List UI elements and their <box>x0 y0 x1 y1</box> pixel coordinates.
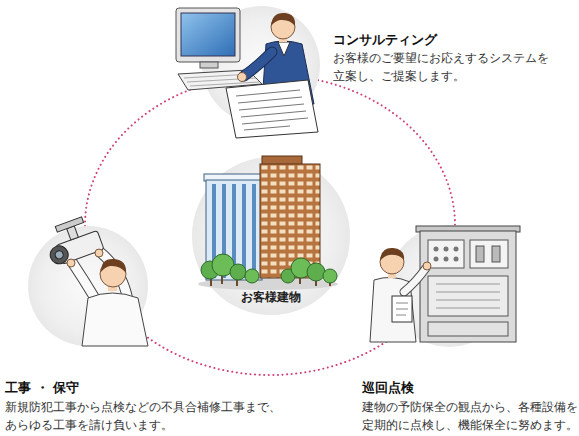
building-illustration-part <box>201 261 219 279</box>
service-circle: コンサルティングお客様のご要望にお応えするシステムを 立案し、ご提案します。 <box>202 6 320 124</box>
service-description: お客様のご要望にお応えするシステムを 立案し、ご提案します。 <box>333 49 555 85</box>
inspector-illustration-part <box>492 246 500 262</box>
service-description: 建物の予防保全の観点から、各種設備を 定期的に点検し、機能保全に努めます。 <box>362 398 579 434</box>
building-illustration-part <box>211 274 330 286</box>
inspector-illustration-part <box>434 247 439 252</box>
service-circle: 巡回点検建物の予防保全の観点から、各種設備を 定期的に点検し、機能保全に努めます… <box>388 225 510 347</box>
inspector-illustration-part <box>454 247 459 252</box>
consultant-illustration-part <box>244 52 272 76</box>
camera-symbol-part <box>54 250 64 260</box>
service-circle: 工事 ・ 保守新規防犯工事から点検などの不具合補修工事まで、 あらゆる工事を請け… <box>28 226 148 346</box>
building-illustration-part <box>206 180 262 280</box>
building-illustration-part <box>245 269 259 283</box>
consultant-illustration <box>176 8 318 138</box>
building-illustration-part <box>262 156 302 165</box>
building-illustration-part <box>281 269 295 283</box>
installer-illustration-part <box>82 293 148 346</box>
inspector-illustration-part <box>380 250 404 274</box>
inspector-illustration-part <box>370 277 416 342</box>
inspector-illustration-part <box>436 284 500 308</box>
installer-illustration-part <box>67 259 75 267</box>
installer-illustration-part <box>100 252 128 300</box>
installer-illustration <box>41 213 148 346</box>
inspector-illustration-part <box>380 248 404 261</box>
consultant-illustration-part <box>226 80 318 138</box>
building-illustration-part <box>230 264 246 280</box>
installer-illustration-part <box>72 262 96 300</box>
camera-symbol-part <box>55 217 83 232</box>
inspector-illustration-part <box>428 322 508 336</box>
consultant-illustration-part <box>271 15 295 39</box>
inspector-illustration-part <box>404 268 426 292</box>
inspector-illustration-part <box>404 268 426 292</box>
inspector-illustration-part <box>423 262 431 270</box>
service-description: 新規防犯工事から点検などの不具合補修工事まで、 あらゆる工事を請け負います。 <box>5 398 297 434</box>
inspector-illustration-part <box>392 296 412 322</box>
installer-illustration-part <box>72 262 96 300</box>
installer-illustration-part <box>100 252 128 300</box>
camera-symbol-part <box>48 243 71 266</box>
consultant-illustration-part <box>278 42 290 56</box>
consultant-illustration-part <box>178 70 262 90</box>
consultant-illustration-part <box>279 34 287 42</box>
inspector-illustration <box>370 226 520 342</box>
installer-illustration-part <box>95 249 103 257</box>
building-illustration-part <box>198 278 338 290</box>
consultant-illustration-part <box>184 74 259 86</box>
consultant-illustration-part <box>244 52 272 76</box>
consultant-illustration-part <box>238 73 247 82</box>
building-illustration-part <box>323 269 337 283</box>
building-illustration-part <box>212 254 234 276</box>
building-illustration-part <box>307 263 325 281</box>
inspector-illustration-part <box>420 231 516 342</box>
inspector-illustration-part <box>388 270 396 278</box>
dotted-arc <box>133 326 405 375</box>
inspector-illustration-part <box>396 303 408 315</box>
camera-symbol <box>41 213 104 267</box>
dotted-arc <box>85 85 205 227</box>
installer-illustration-part <box>101 259 126 273</box>
consultant-illustration-part <box>262 41 314 104</box>
consultant-illustration-part <box>236 90 308 130</box>
building-illustration-part <box>204 174 264 181</box>
building-circle: お客様建物 <box>192 157 350 315</box>
building-label: お客様建物 <box>192 289 350 305</box>
camera-symbol-part <box>67 226 79 240</box>
inspector-illustration-part <box>416 226 520 232</box>
building-illustration-part <box>260 164 320 278</box>
installer-illustration-part <box>100 261 126 287</box>
inspector-illustration-part <box>428 240 464 268</box>
camera-symbol-part <box>56 230 104 264</box>
consultant-illustration-part <box>181 13 235 56</box>
consultant-illustration-part <box>176 8 240 62</box>
installer-illustration-part <box>108 282 117 291</box>
service-heading: コンサルティング <box>333 32 493 48</box>
consultant-illustration-part <box>200 62 218 68</box>
consultant-illustration-part <box>271 13 295 26</box>
inspector-illustration-part <box>444 257 449 262</box>
inspector-illustration-part <box>444 247 449 252</box>
service-heading: 工事 ・ 保守 <box>5 380 165 396</box>
inspector-illustration-part <box>454 257 459 262</box>
building-illustration-part <box>214 184 254 278</box>
building-illustration-part <box>291 258 311 278</box>
inspector-illustration-part <box>428 276 508 316</box>
inspector-illustration-part <box>470 240 508 268</box>
inspector-illustration-part <box>476 246 484 262</box>
building-illustration <box>198 156 338 290</box>
inspector-illustration-part <box>434 257 439 262</box>
service-heading: 巡回点検 <box>362 380 522 396</box>
